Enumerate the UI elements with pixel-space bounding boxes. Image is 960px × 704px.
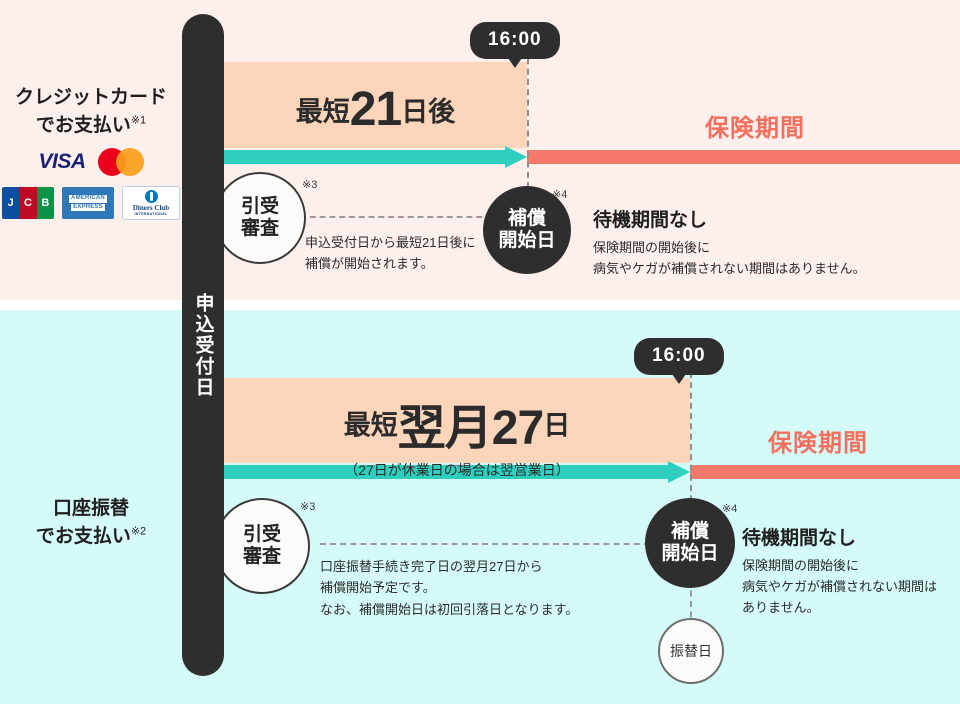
arrow-shaft: [224, 465, 668, 479]
bottom-note-line1: 口座振替手続き完了日の翌月27日から: [320, 559, 543, 574]
diners-name: Diners Club: [132, 204, 170, 212]
american-express-logo: AMERICAN EXPRESS: [62, 187, 114, 219]
diners-ring-icon: [144, 190, 158, 203]
top-no-waiting-line2: 病気やケガが補償されない期間はありません。: [593, 260, 866, 276]
bottom-period-title: 保険期間: [768, 430, 868, 457]
top-start-line1: 補償: [507, 208, 546, 230]
amex-line1: AMERICAN: [69, 195, 107, 203]
bottom-no-waiting-heading: 待機期間なし: [742, 528, 857, 549]
bottom-note-line3: なお、補償開始日は初回引落日となります。: [320, 601, 579, 617]
jcb-letter-j: J: [2, 187, 20, 219]
arrow-head: [668, 461, 690, 483]
diners-club-logo: Diners Club INTERNATIONAL: [122, 186, 180, 220]
top-no-waiting-line1: 保険期間の開始後に: [593, 240, 711, 255]
top-start-guideline: [527, 48, 529, 188]
payment-label-mark: ※1: [130, 114, 147, 127]
section-divider: [0, 300, 960, 310]
bottom-no-waiting-line2: 病気やケガが補償されない期間は: [742, 578, 938, 594]
bottom-payment-label-line1: 口座振替: [52, 498, 129, 519]
bottom-review-connector: [320, 543, 650, 545]
bottom-start-guideline: [690, 372, 692, 522]
top-duration-block: [224, 62, 527, 148]
top-note: 申込受付日から最短21日後に 補償が開始されます。: [305, 232, 515, 275]
bottom-duration-text: 最短翌月27日 （27日が休業日の場合は翌営業日）: [224, 388, 690, 480]
bottom-note: 口座振替手続き完了日の翌月27日から 補償開始予定です。 なお、補償開始日は初回…: [320, 556, 620, 620]
accepted-card-logos: VISA J C B AMERICAN EXPRESS Diners Club …: [0, 148, 182, 220]
top-start-line2: 開始日: [498, 230, 556, 251]
bottom-no-waiting-block: 待機期間なし 保険期間の開始後に 病気やケガが補償されない期間は ありません。: [742, 523, 952, 618]
payment-label-line2: でお支払い: [35, 114, 131, 136]
bottom-start-line2: 開始日: [661, 543, 719, 564]
transfer-date-guideline: [690, 580, 692, 628]
top-review-line2: 審査: [240, 218, 279, 239]
bottom-no-waiting-line3: ありません。: [742, 599, 820, 615]
visa-logo: VISA: [38, 150, 86, 173]
amex-line2: EXPRESS: [71, 203, 105, 211]
transfer-date-circle: 振替日: [658, 618, 724, 684]
top-note-line1: 申込受付日から最短21日後に: [305, 235, 476, 250]
bottom-review-line2: 審査: [242, 546, 281, 567]
bottom-review-line1: 引受: [242, 524, 281, 546]
credit-card-payment-label: クレジットカード でお支払い※1: [0, 84, 182, 139]
bottom-duration-block: [224, 378, 690, 463]
top-note-line2: 補償が開始されます。: [305, 256, 434, 272]
bottom-progress-arrow: [224, 461, 690, 483]
jcb-logo: J C B: [2, 187, 54, 219]
bank-transfer-payment-label: 口座振替 でお支払い※2: [0, 495, 182, 550]
top-no-waiting-block: 待機期間なし 保険期間の開始後に 病気やケガが補償されない期間はありません。: [593, 205, 923, 280]
application-date-label: 申込受付日: [192, 292, 214, 398]
bottom-payment-label-mark: ※2: [130, 525, 147, 538]
bottom-duration-unit: 日: [543, 410, 571, 441]
top-period-title: 保険期間: [705, 115, 805, 142]
bottom-coverage-start-mark: ※4: [722, 503, 738, 515]
top-review-connector: [300, 216, 492, 218]
top-review-mark: ※3: [302, 179, 318, 191]
bottom-review-circle: 引受 審査: [214, 498, 310, 594]
top-progress-arrow: [224, 146, 527, 168]
top-insurance-period-bar: [527, 150, 960, 164]
jcb-letter-b: B: [36, 187, 54, 219]
bottom-start-line1: 補償: [670, 521, 709, 543]
bottom-no-waiting-line1: 保険期間の開始後に: [742, 558, 860, 573]
top-duration-unit: 日後: [401, 97, 456, 127]
mastercard-logo: [97, 148, 144, 176]
bottom-section-background: [0, 310, 960, 704]
top-time-badge: 16:00: [470, 22, 560, 68]
top-duration-text: 最短21日後: [224, 82, 527, 137]
bottom-time-badge: 16:00: [634, 338, 724, 384]
bottom-duration-note: （27日が休業日の場合は翌営業日）: [344, 462, 570, 478]
top-duration-value: 21: [349, 83, 402, 136]
bottom-insurance-period-bar: [690, 465, 960, 479]
top-duration-prefix: 最短: [295, 97, 350, 127]
arrow-shaft: [224, 150, 505, 164]
payment-label-line1: クレジットカード: [14, 87, 167, 108]
bottom-coverage-start-circle: 補償 開始日: [645, 498, 735, 588]
diners-sub: INTERNATIONAL: [134, 212, 168, 216]
jcb-letter-c: C: [19, 187, 37, 219]
top-review-line1: 引受: [240, 196, 279, 218]
bottom-note-line2: 補償開始予定です。: [320, 580, 436, 596]
bottom-payment-label-line2: でお支払い: [35, 525, 131, 547]
top-review-circle: 引受 審査: [214, 172, 306, 264]
bottom-duration-value: 翌月27: [397, 402, 544, 455]
bottom-duration-prefix: 最短: [343, 410, 398, 441]
top-no-waiting-heading: 待機期間なし: [593, 210, 708, 231]
bottom-review-mark: ※3: [300, 501, 316, 513]
arrow-head: [505, 146, 527, 168]
application-date-axis: 申込受付日: [182, 14, 224, 676]
top-coverage-start-circle: 補償 開始日: [483, 186, 571, 274]
